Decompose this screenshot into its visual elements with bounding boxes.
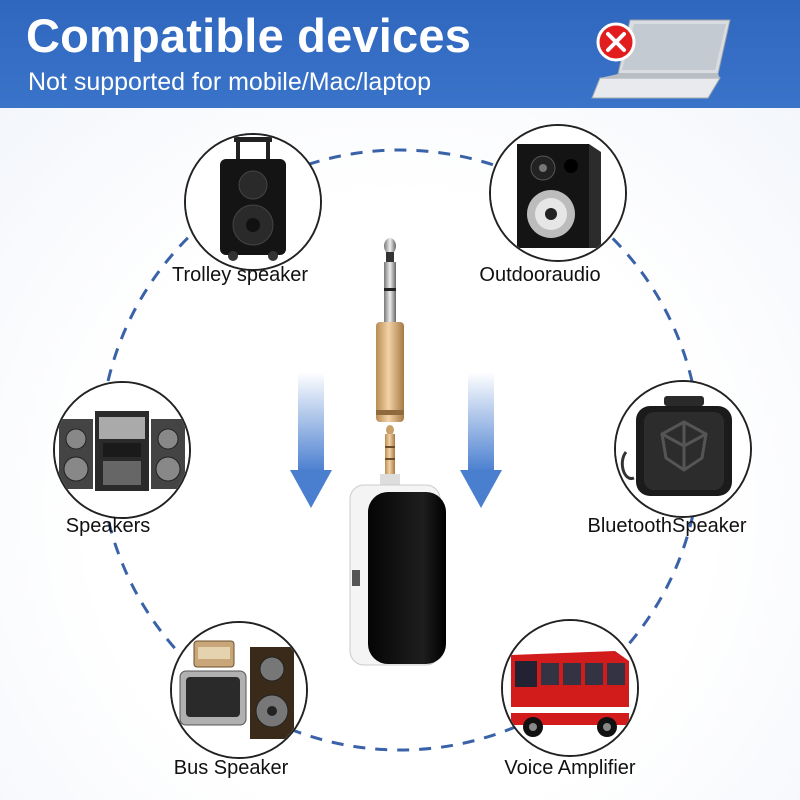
radio-tv-speaker-icon xyxy=(172,623,306,757)
laptop-not-supported-icon xyxy=(591,19,731,99)
label-trolley-speaker: Trolley speaker xyxy=(172,264,308,286)
outdoor-audio-speaker-icon xyxy=(491,126,625,260)
device-speakers xyxy=(53,381,191,519)
trolley-speaker-icon xyxy=(186,135,320,269)
label-outdoor-audio: Outdooraudio xyxy=(479,264,601,286)
page-subtitle: Not supported for mobile/Mac/laptop xyxy=(28,68,431,96)
label-bluetooth-speaker: BluetoothSpeaker xyxy=(587,515,747,537)
red-bus-icon xyxy=(503,621,637,755)
device-bluetooth-speaker xyxy=(614,380,752,518)
jack-adapter-plug xyxy=(376,238,404,422)
device-trolley-speaker xyxy=(184,133,322,271)
label-speakers: Speakers xyxy=(65,515,151,537)
receiver-body xyxy=(349,484,446,666)
left-down-arrow-icon xyxy=(290,372,332,508)
device-voice-amplifier xyxy=(501,619,639,757)
right-down-arrow-icon xyxy=(460,372,502,508)
mini-jack-plug xyxy=(380,425,400,486)
page-title: Compatible devices xyxy=(26,9,472,62)
hifi-stereo-icon xyxy=(55,383,189,517)
wireless-receiver-product xyxy=(349,238,446,666)
device-outdoor-audio xyxy=(489,124,627,262)
label-bus-speaker: Bus Speaker xyxy=(173,757,289,779)
header-banner: Compatible devices Not supported for mob… xyxy=(0,0,800,108)
device-bus-speaker xyxy=(170,621,308,759)
bluetooth-speaker-icon xyxy=(616,382,750,516)
label-voice-amplifier: Voice Amplifier xyxy=(504,757,636,779)
